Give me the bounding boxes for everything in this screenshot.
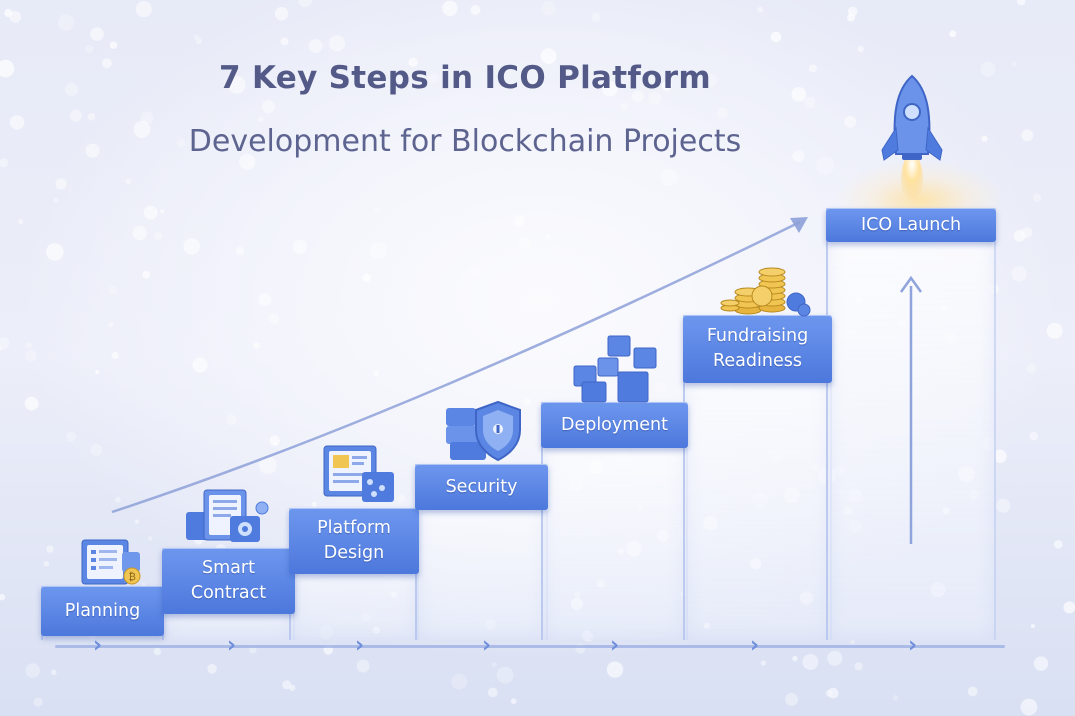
coin-stack-icon <box>720 267 811 317</box>
step-fundraising-readiness: Fundraising Readiness <box>683 315 832 640</box>
diagram-title: 7 Key Steps in ICO Platform <box>219 60 711 96</box>
chevron-right-icon: › <box>750 633 760 658</box>
chevron-right-icon: › <box>355 633 365 658</box>
step-security: Security <box>415 464 548 640</box>
step-deployment: Deployment <box>541 402 688 640</box>
chevron-right-icon: › <box>908 633 918 658</box>
svg-text:₿: ₿ <box>129 571 136 583</box>
step-label: Planning <box>64 600 141 621</box>
rocket-icon <box>881 74 943 206</box>
contract-gear-icon <box>186 489 269 542</box>
step-label: ICO Launch <box>860 214 962 235</box>
chevron-right-icon: › <box>610 633 620 658</box>
chevron-right-icon: › <box>227 633 237 658</box>
step-platform-design: Platform Design <box>289 508 419 640</box>
step-label: Security <box>445 476 518 497</box>
step-smart-contract: Smart Contract <box>162 548 295 640</box>
up-arrow-icon <box>899 276 923 544</box>
step-planning: Planning <box>41 586 164 640</box>
step-label: Platform Design <box>317 518 391 563</box>
diagram-subtitle: Development for Blockchain Projects <box>188 124 742 159</box>
shield-lock-icon <box>446 400 521 462</box>
step-label: Smart Contract <box>190 558 267 603</box>
step-label: Deployment <box>560 414 669 435</box>
chevron-right-icon: › <box>93 633 103 658</box>
step-ico-launch: ICO Launch <box>826 208 996 640</box>
step-label: Fundraising Readiness <box>706 326 809 371</box>
blocks-cubes-icon <box>573 335 657 403</box>
design-screen-icon <box>323 445 394 502</box>
clipboard-coin-icon: ₿ <box>81 539 141 585</box>
chevron-right-icon: › <box>482 633 492 658</box>
timeline-baseline <box>55 645 1005 648</box>
